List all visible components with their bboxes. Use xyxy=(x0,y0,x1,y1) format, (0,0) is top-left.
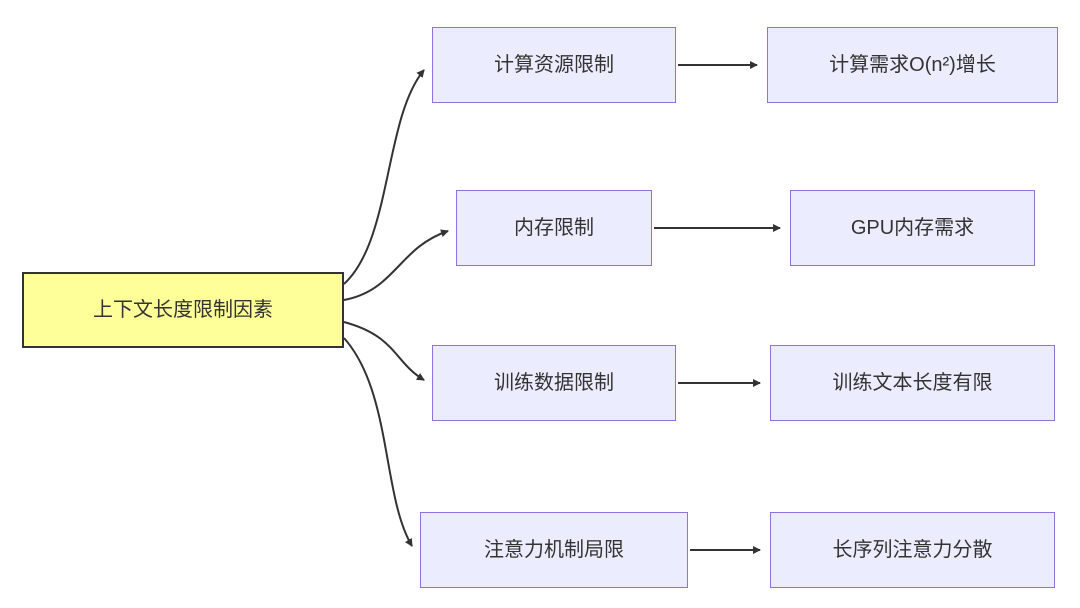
node-memory-limit: 内存限制 xyxy=(456,190,652,266)
node-compute-demand-growth: 计算需求O(n²)增长 xyxy=(767,27,1058,103)
edge-root-to-branch-1 xyxy=(343,229,449,301)
node-root: 上下文长度限制因素 xyxy=(22,272,344,348)
node-label: 内存限制 xyxy=(514,217,594,239)
node-label: GPU内存需求 xyxy=(850,217,975,239)
node-compute-resource-limit: 计算资源限制 xyxy=(432,27,676,103)
edge-root-to-branch-2 xyxy=(343,321,425,381)
node-label: 训练文本长度有限 xyxy=(832,372,993,394)
node-long-sequence-attention-dispersion: 长序列注意力分散 xyxy=(770,512,1055,588)
node-training-data-limit: 训练数据限制 xyxy=(432,345,676,421)
edge-root-to-branch-3 xyxy=(343,337,413,547)
node-label: 长序列注意力分散 xyxy=(832,539,993,561)
node-label: 注意力机制局限 xyxy=(484,539,624,561)
node-root-label: 上下文长度限制因素 xyxy=(93,299,273,321)
node-gpu-memory-demand: GPU内存需求 xyxy=(790,190,1035,266)
node-label: 训练数据限制 xyxy=(494,372,614,394)
node-label: 计算资源限制 xyxy=(494,54,614,76)
node-label: 计算需求O(n²)增长 xyxy=(829,54,996,76)
node-attention-mechanism-limit: 注意力机制局限 xyxy=(420,512,688,588)
edge-root-to-branch-0 xyxy=(343,69,425,285)
node-training-text-length-limited: 训练文本长度有限 xyxy=(770,345,1055,421)
